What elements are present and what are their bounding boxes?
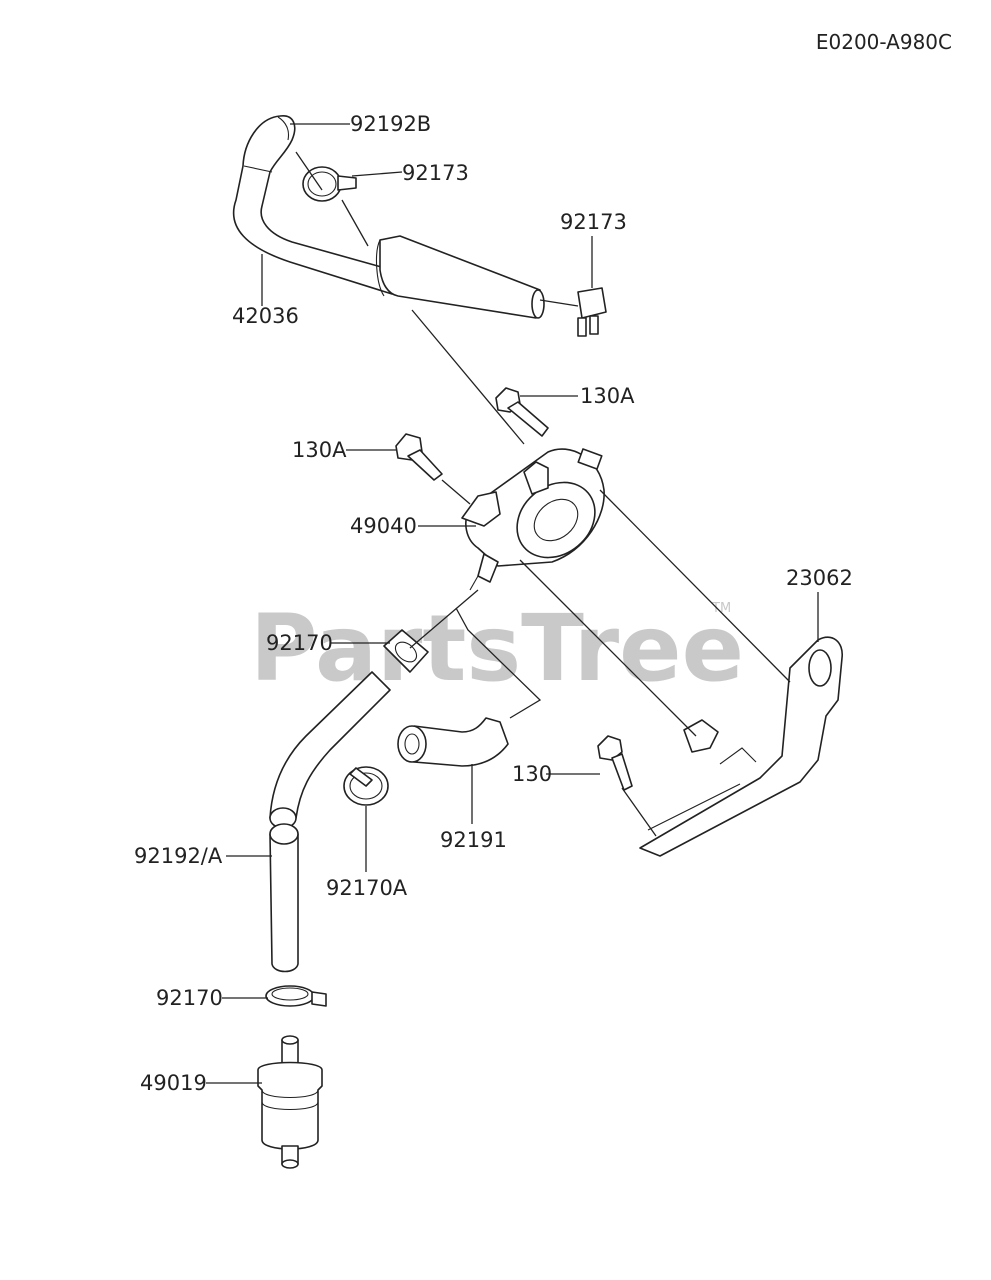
fuel-hose-92191	[397, 717, 509, 767]
label-42036: 42036	[232, 304, 299, 328]
fuel-hose-92192A	[269, 671, 391, 973]
clamp-92170-upper	[383, 629, 429, 673]
watermark-trademark: TM	[711, 601, 731, 616]
leader-lines	[206, 123, 819, 1084]
bolt-130A-right	[495, 387, 549, 437]
label-92192B: 92192B	[350, 112, 431, 136]
assembly-lines	[295, 151, 791, 837]
label-130A-right: 130A	[580, 384, 635, 408]
watermark-text: PartsTree	[250, 595, 744, 702]
clamp-92170A	[343, 766, 389, 806]
label-92191: 92191	[440, 828, 507, 852]
bolt-130	[597, 735, 633, 791]
diagram-code: E0200-A980C	[816, 30, 952, 54]
label-92192A: 92192/A	[134, 844, 223, 868]
label-92173-right: 92173	[560, 210, 627, 234]
label-92170-lower: 92170	[156, 986, 223, 1010]
fuel-hose-42036	[232, 115, 545, 319]
bolt-130A-left	[395, 433, 443, 481]
hose-clamp-92173-right	[577, 287, 607, 337]
hose-clamp-92173-upper	[302, 166, 357, 202]
label-49019: 49019	[140, 1071, 207, 1095]
label-130: 130	[512, 762, 552, 786]
clamp-92170-lower	[265, 985, 327, 1007]
label-92170A: 92170A	[326, 876, 408, 900]
label-49040: 49040	[350, 514, 417, 538]
label-130A-left: 130A	[292, 438, 347, 462]
label-92173-top: 92173	[402, 161, 469, 185]
label-23062: 23062	[786, 566, 853, 590]
label-92170-upper: 92170	[266, 631, 333, 655]
fuel-filter-49019	[257, 1035, 323, 1169]
part-labels: 92192B 92173 92173 42036 130A 130A 49040…	[134, 112, 853, 1095]
bracket-23062	[639, 636, 843, 857]
fuel-pump-49040	[461, 448, 605, 591]
